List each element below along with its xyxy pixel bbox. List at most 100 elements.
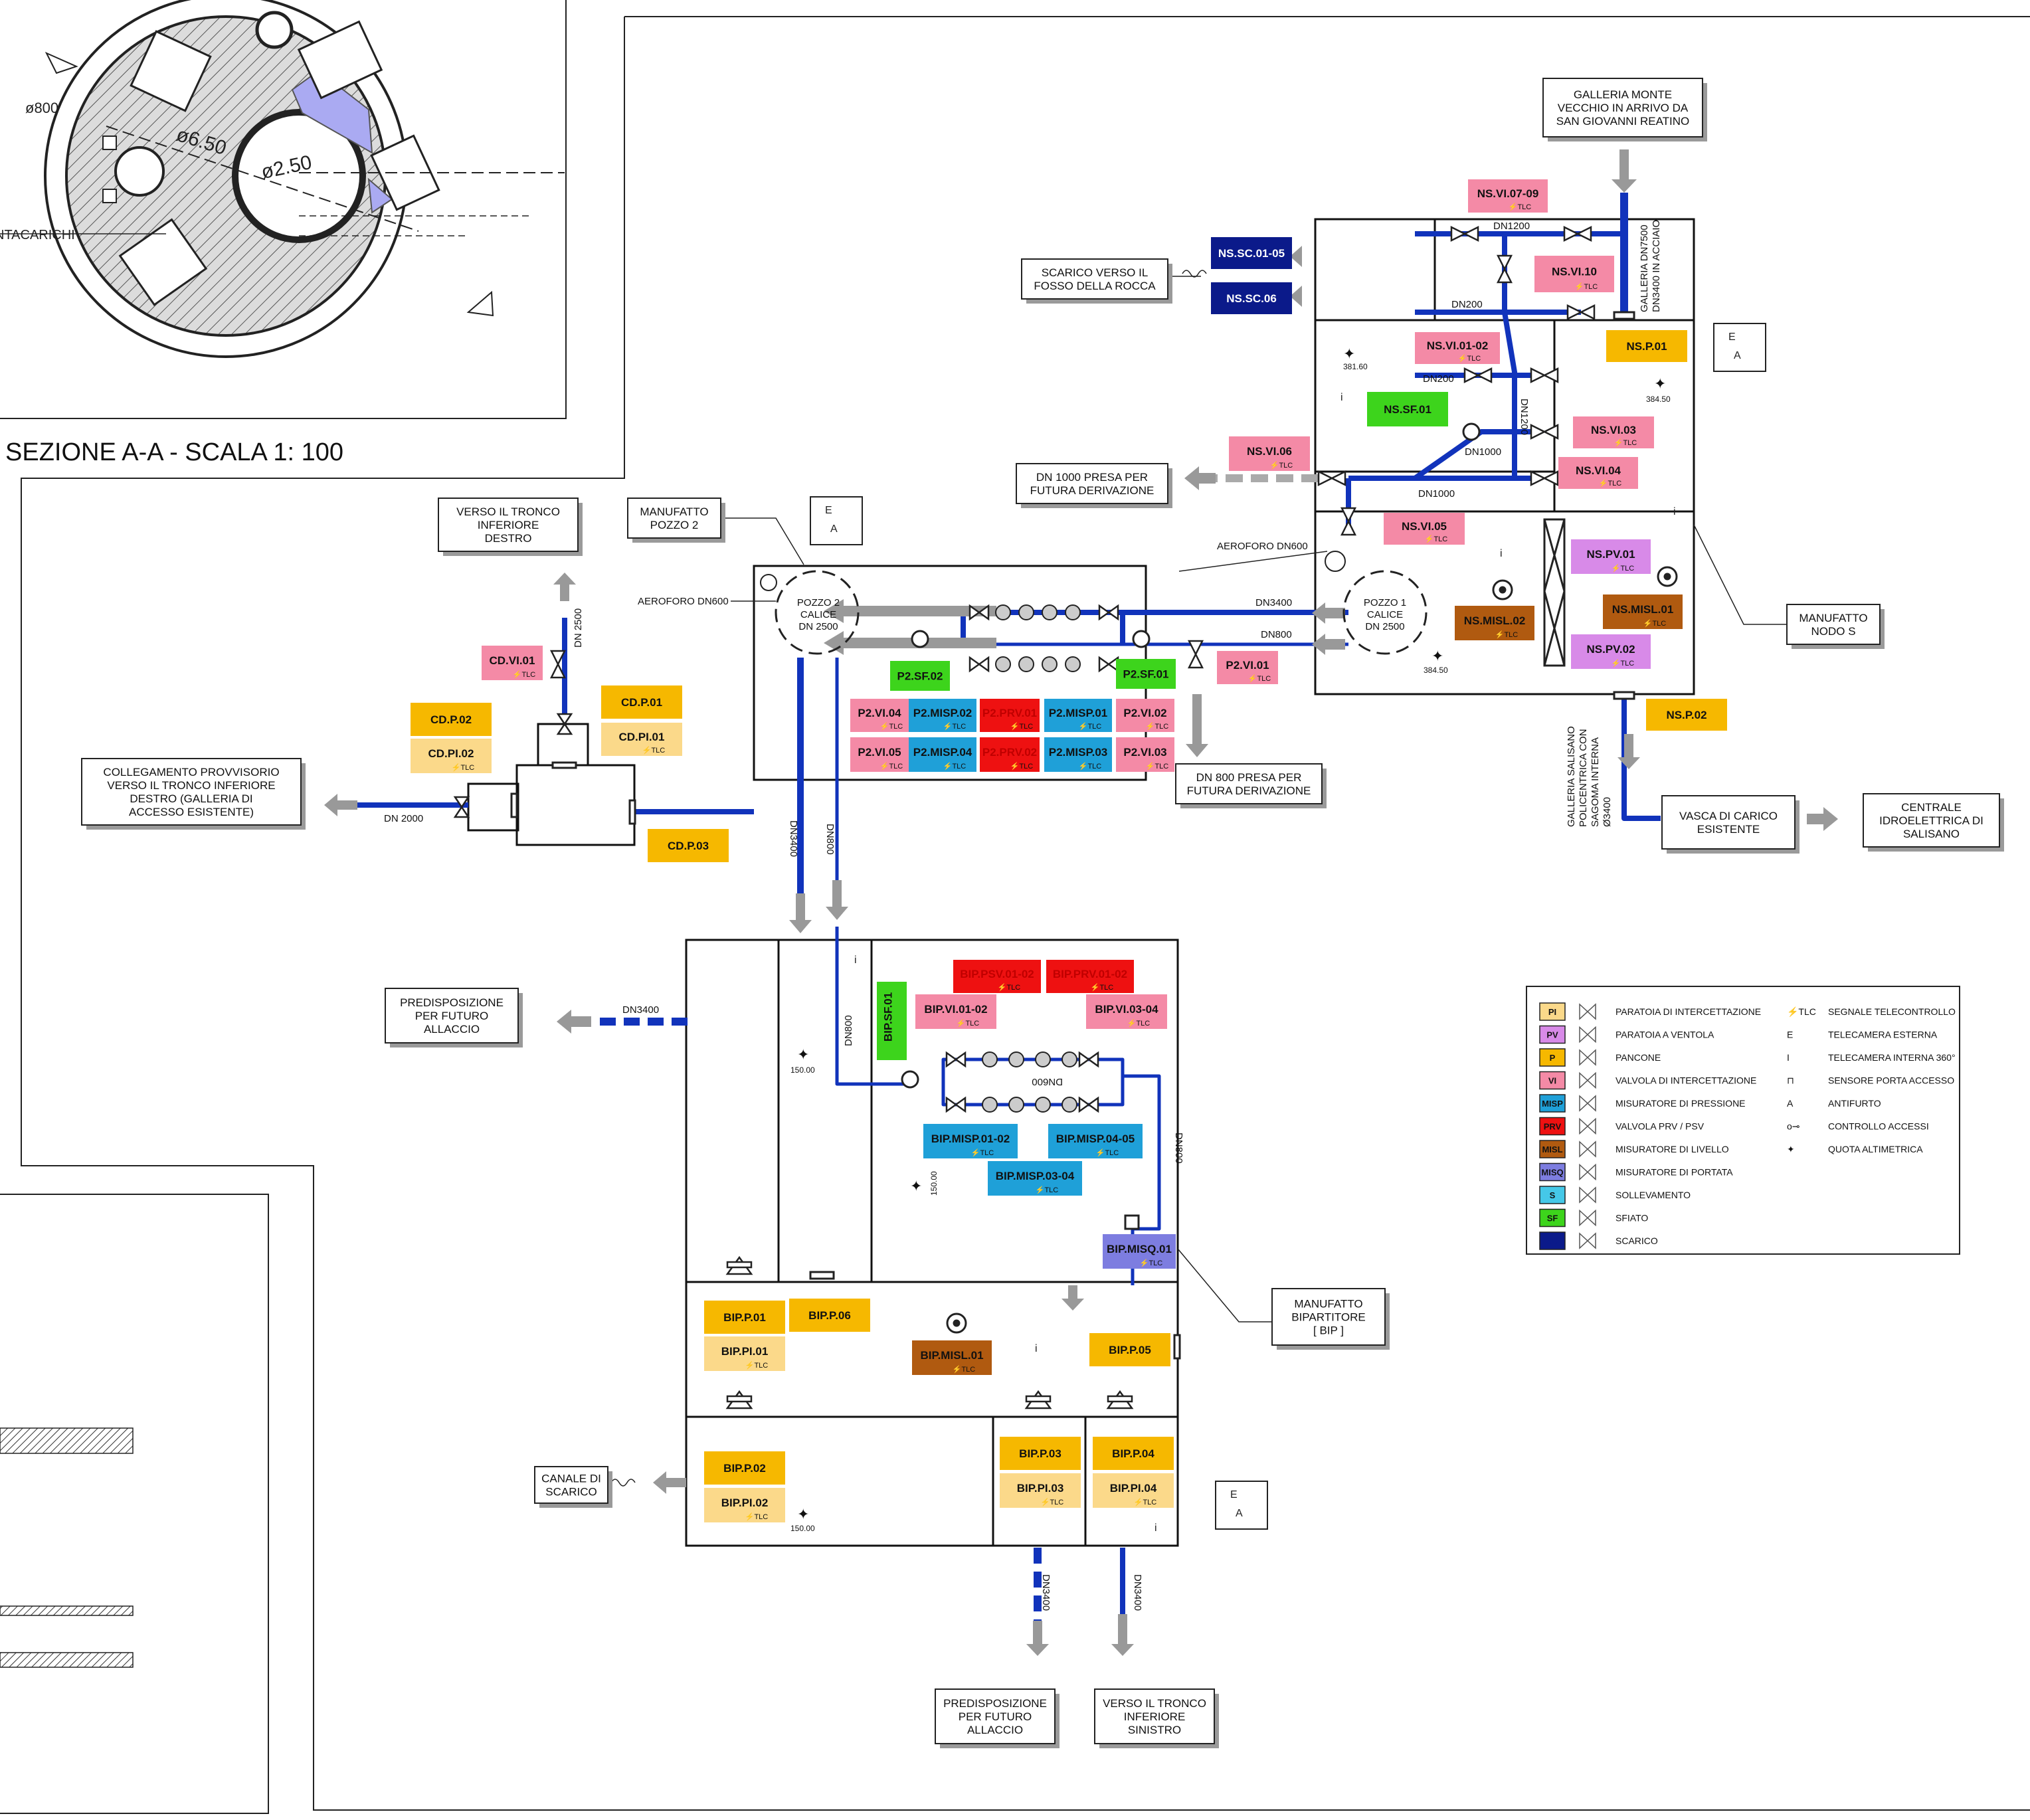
tag-label: BIP.PI.03 <box>1017 1482 1064 1495</box>
svg-text:CALICE: CALICE <box>1367 609 1403 620</box>
tag-ns-vi-06: NS.VI.06⚡TLC <box>1229 436 1310 471</box>
tag-ns-sc-01-05: NS.SC.01-05 <box>1211 237 1292 269</box>
tag-p2-sf-01: P2.SF.01 <box>1116 659 1176 689</box>
tlc-mark: ⚡TLC <box>943 762 967 771</box>
tlc-mark: ⚡TLC <box>1612 659 1635 668</box>
box-line: MANUFATTO <box>1799 612 1867 624</box>
tag-label: CD.PI.01 <box>619 731 665 743</box>
hatched-bars <box>0 1427 134 1668</box>
tag-bip-p-02: BIP.P.02 <box>704 1451 785 1485</box>
leader-lines <box>610 270 1787 1487</box>
svg-text:o⊸: o⊸ <box>1787 1121 1800 1132</box>
tag-cd-p-03: CD.P.03 <box>648 829 729 862</box>
tag-bip-misp-03-04: BIP.MISP.03-04⚡TLC <box>988 1161 1082 1196</box>
instrument-symbols <box>510 311 1678 1360</box>
svg-text:DN800: DN800 <box>843 1015 854 1046</box>
box-line: ALLACCIO <box>967 1724 1023 1736</box>
box-line: SCARICO <box>545 1486 597 1499</box>
svg-text:DN1200: DN1200 <box>1519 399 1530 435</box>
svg-text:E: E <box>1230 1489 1238 1501</box>
svg-text:DN3400: DN3400 <box>1255 597 1292 608</box>
quota-1: 381.60 <box>1343 362 1368 371</box>
svg-text:MISURATORE DI LIVELLO: MISURATORE DI LIVELLO <box>1615 1144 1729 1154</box>
tag-label: P2.VI.05 <box>858 746 901 759</box>
tag-p2-vi-02: P2.VI.02⚡TLC <box>1116 699 1174 732</box>
svg-text:DN3400: DN3400 <box>1040 1574 1052 1611</box>
svg-text:DN600: DN600 <box>1032 1076 1063 1087</box>
tag-ns-vi-03: NS.VI.03⚡TLC <box>1573 416 1654 448</box>
box-line: SCARICO VERSO IL <box>1042 266 1149 279</box>
box-line: ESISTENTE <box>1697 823 1760 836</box>
box-line: GALLERIA MONTE <box>1574 88 1672 101</box>
svg-text:⊓: ⊓ <box>1787 1075 1794 1086</box>
tag-p2-misp-04: P2.MISP.04⚡TLC <box>909 737 976 772</box>
equipment-tags: NS.VI.07-09⚡TLCNS.SC.01-05NS.SC.06NS.VI.… <box>411 179 1727 1522</box>
tag-label: NS.VI.05 <box>1402 520 1447 533</box>
bip-building <box>685 939 1179 1547</box>
svg-text:✦: ✦ <box>1654 375 1666 392</box>
svg-text:i: i <box>1500 548 1503 559</box>
tag-label: NS.VI.04 <box>1576 464 1621 477</box>
legend-item-right: o⊸CONTROLLO ACCESSI <box>1787 1121 1929 1132</box>
tlc-mark: ⚡TLC <box>880 762 903 771</box>
tlc-mark: ⚡TLC <box>1643 619 1667 628</box>
box-line: VASCA DI CARICO <box>1679 810 1778 822</box>
quota-3: 384.50 <box>1424 666 1448 675</box>
tag-cd-p-01: CD.P.01 <box>601 685 682 719</box>
tag-p2-misp-01: P2.MISP.01⚡TLC <box>1044 699 1112 732</box>
box-line: IDROELETTRICA DI <box>1879 814 1984 827</box>
tlc-mark: ⚡TLC <box>1127 1019 1151 1028</box>
svg-text:MISP: MISP <box>1542 1099 1563 1109</box>
quota-5: 150.00 <box>929 1171 939 1196</box>
tag-bip-p-05: BIP.P.05 <box>1089 1333 1170 1366</box>
tag-label: BIP.P.02 <box>723 1462 766 1475</box>
svg-text:i: i <box>1154 1522 1157 1534</box>
svg-text:A: A <box>1734 350 1741 361</box>
pressure-gauges <box>982 604 1081 1113</box>
tlc-mark: ⚡TLC <box>1010 722 1034 731</box>
tag-label: NS.SF.01 <box>1384 403 1431 416</box>
tag-p2-misp-03: P2.MISP.03⚡TLC <box>1044 737 1112 772</box>
box-line: DESTRO <box>485 532 532 545</box>
svg-text:P: P <box>1550 1053 1556 1063</box>
box-line: SAN GIOVANNI REATINO <box>1556 115 1690 128</box>
tag-label: BIP.P.04 <box>1112 1447 1154 1460</box>
svg-text:✦: ✦ <box>1431 648 1443 664</box>
tag-label: P2.VI.02 <box>1123 707 1166 719</box>
box-line: BIPARTITORE <box>1291 1311 1365 1324</box>
tlc-mark: ⚡TLC <box>1248 674 1271 683</box>
svg-text:✦: ✦ <box>1343 345 1355 362</box>
tag-label: CD.P.02 <box>430 713 472 726</box>
tag-cd-pi-02: CD.PI.02⚡TLC <box>411 739 492 773</box>
svg-text:DN 2500: DN 2500 <box>1365 621 1404 632</box>
svg-text:DN3400: DN3400 <box>1132 1574 1143 1611</box>
box-line: POZZO 2 <box>650 519 699 531</box>
pipe-labels: DN1200 DN200 DN200 DN1200 DN1000 DN1000 … <box>384 221 1530 1611</box>
svg-text:✦: ✦ <box>797 1506 809 1522</box>
svg-text:A: A <box>1236 1508 1243 1519</box>
tag-label: P2.PRV.02 <box>982 746 1037 759</box>
dim-d800: ø800 <box>25 100 58 116</box>
svg-text:E: E <box>1787 1030 1793 1040</box>
tag-bip-p-01: BIP.P.01 <box>704 1301 785 1334</box>
tlc-mark: ⚡TLC <box>1575 282 1598 291</box>
box-line: PER FUTURO <box>415 1010 489 1022</box>
flow-arrows <box>324 149 1838 1656</box>
legend-item-right: ⊓SENSORE PORTA ACCESSO <box>1787 1075 1954 1086</box>
svg-text:VALVOLA DI INTERCETTAZIONE: VALVOLA DI INTERCETTAZIONE <box>1615 1075 1756 1086</box>
tlc-mark: ⚡TLC <box>1146 762 1169 771</box>
tag-label: NS.SC.06 <box>1226 292 1277 305</box>
svg-text:MISQ: MISQ <box>1541 1168 1563 1178</box>
tlc-mark: ⚡TLC <box>642 746 666 755</box>
tlc-mark: ⚡TLC <box>1599 479 1622 488</box>
box-line: INFERIORE <box>1124 1710 1186 1723</box>
svg-text:GALLERIA DN7500DN3400 IN ACCIA: GALLERIA DN7500DN3400 IN ACCIAIO <box>1639 220 1662 312</box>
